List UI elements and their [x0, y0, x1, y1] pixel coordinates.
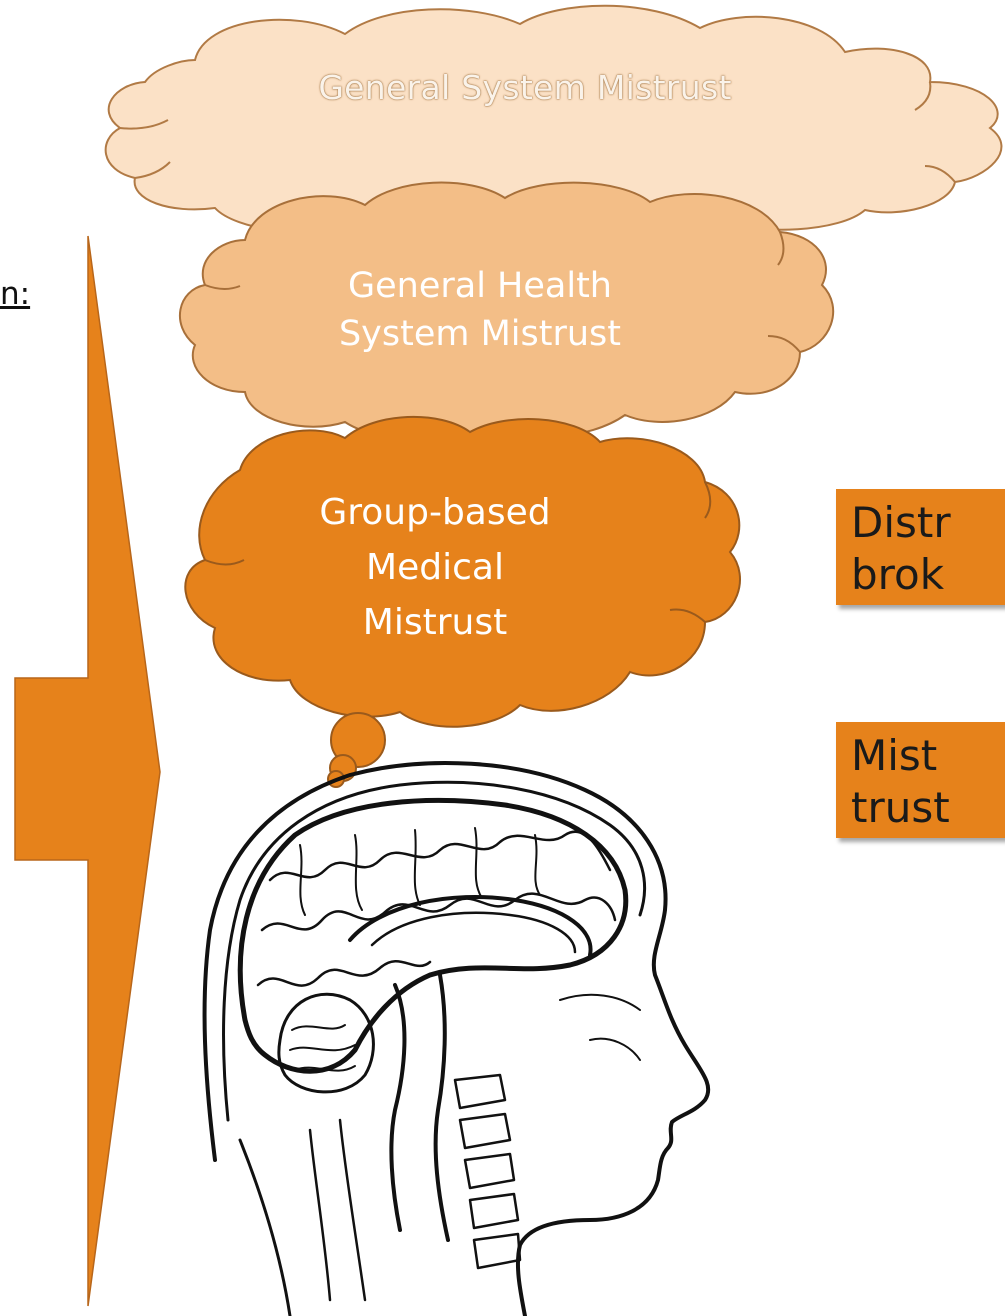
cloud-label-line: Group-based [319, 492, 551, 533]
brain-head-icon [202, 761, 711, 1316]
cloud-general-health [178, 181, 835, 442]
cloud-label-line: Mistrust [362, 602, 508, 643]
distrust-box-text: Distr brok [851, 498, 951, 599]
left-fragment-text: n: [0, 276, 31, 312]
cloud-label-group-based: Group-based Medical Mistrust [255, 485, 615, 650]
cloud-group-based [184, 416, 741, 788]
cloud-label-general-system: General System Mistrust [318, 68, 732, 107]
mistrust-box: Mist trust [836, 722, 1005, 838]
cloud-label-line: Medical [366, 547, 504, 588]
cloud-label-line: General Health [348, 266, 612, 306]
tapered-arrow-icon [14, 235, 161, 1307]
cloud-label-line: System Mistrust [338, 314, 622, 354]
mistrust-box-text: Mist trust [851, 731, 950, 832]
cloud-general-system [104, 4, 1003, 241]
distrust-box: Distr brok [836, 489, 1005, 605]
cloud-label-general-health: General Health System Mistrust [290, 262, 670, 358]
